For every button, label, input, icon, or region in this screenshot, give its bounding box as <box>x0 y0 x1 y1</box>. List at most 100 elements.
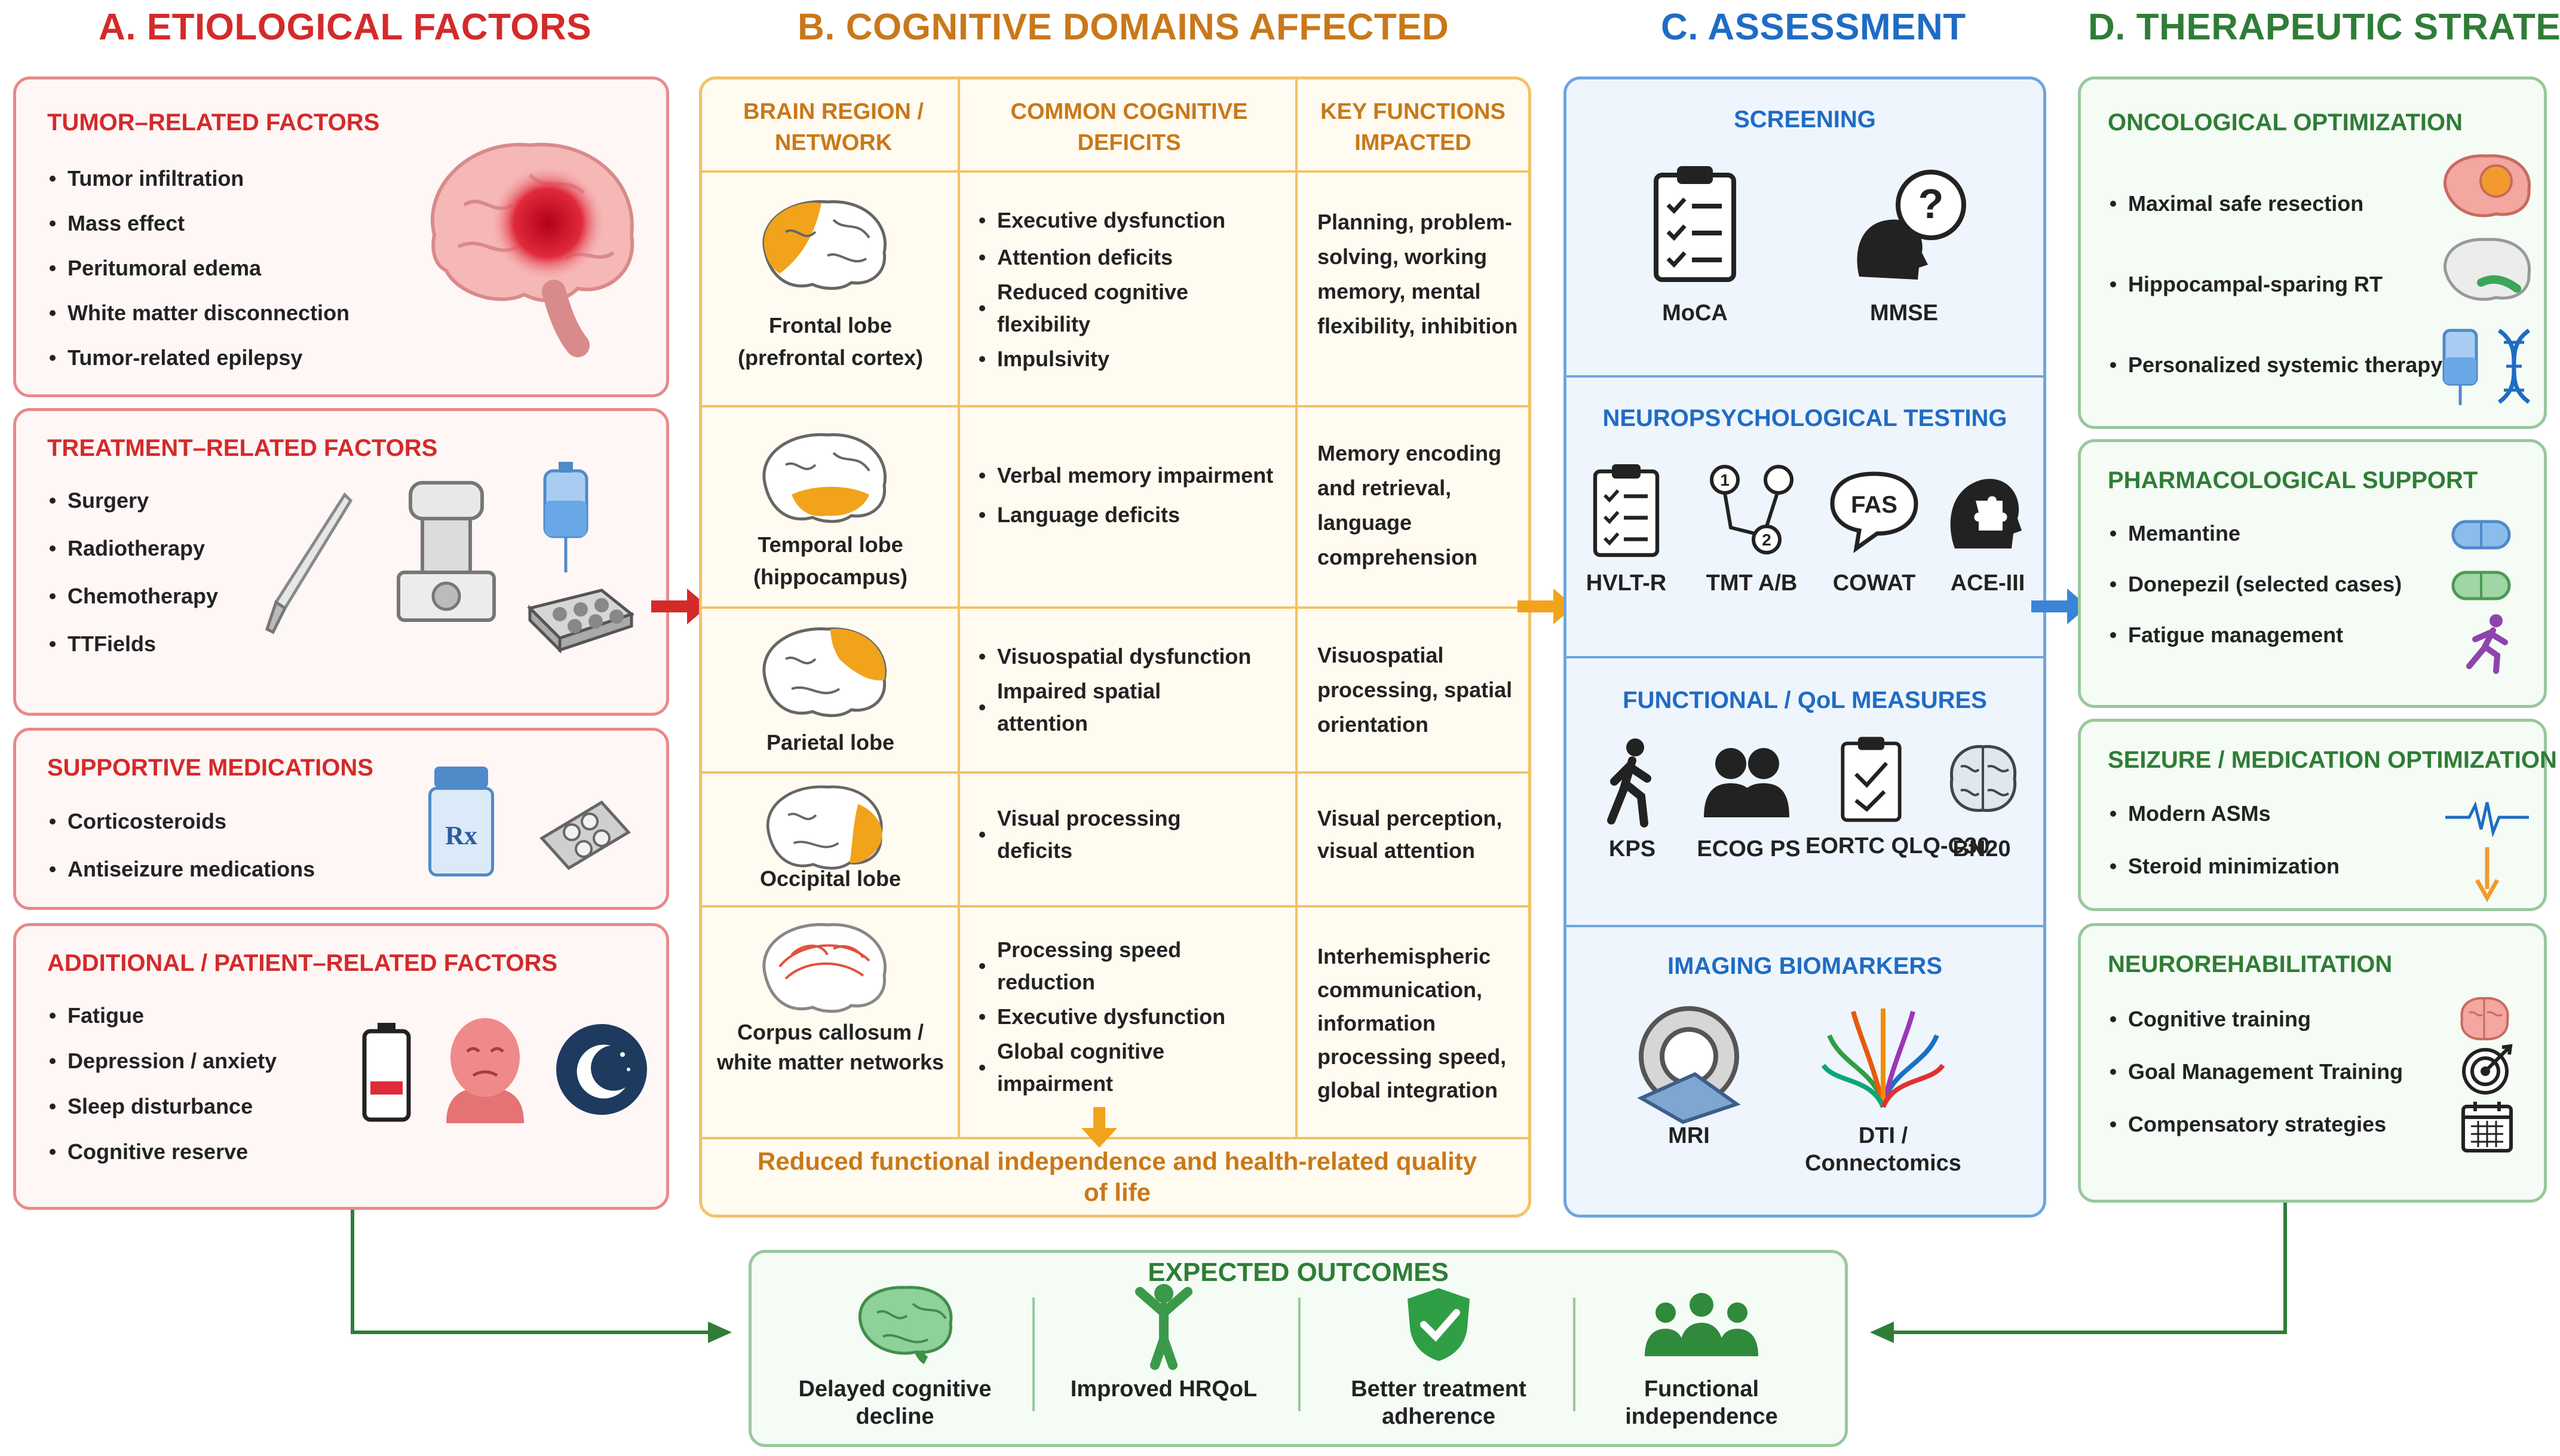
panel-title: SUPPORTIVE MEDICATIONS <box>47 755 373 781</box>
hvlt-clipboard-icon <box>1593 464 1660 557</box>
tmt-node-2: 2 <box>1762 531 1771 549</box>
list-item: White matter disconnection <box>47 290 349 335</box>
panel-additional-factors: ADDITIONAL / PATIENT–RELATED FACTORS Fat… <box>13 923 669 1210</box>
functions-text: Visuospatial processing, spatial orienta… <box>1317 643 1513 737</box>
arrow-c-to-d-icon <box>2031 588 2088 624</box>
people-group-icon <box>1704 748 1789 817</box>
list-item: Depression / anxiety <box>47 1038 277 1084</box>
list-item: Personalized systemic therapy <box>2108 324 2442 405</box>
functions-text: Visual perception, visual attention <box>1317 806 1503 863</box>
iv-bag-icon <box>543 462 588 572</box>
ttfields-array-icon <box>527 588 635 654</box>
region-label: Frontal lobe (prefrontal cortex) <box>737 313 924 370</box>
list-item: Modern ASMs <box>2108 787 2340 840</box>
title-etiological-factors: A. ETIOLOGICAL FACTORS <box>99 6 592 48</box>
list-item: Hippocampal-sparing RT <box>2108 244 2442 324</box>
arrow-down-icon <box>1081 1107 1117 1148</box>
section-title-screening: SCREENING <box>1734 106 1876 133</box>
tool-label: MoCA <box>1662 301 1728 326</box>
tool-label: DTI / Connectomics <box>1805 1123 1961 1176</box>
tmt-node-1: 1 <box>1720 471 1730 489</box>
section-title-imaging: IMAGING BIOMARKERS <box>1667 953 1942 979</box>
outcome-label: Better treatment adherence <box>1351 1377 1526 1429</box>
tool-label: ECOG PS <box>1697 836 1801 862</box>
list-item: Memantine <box>2108 508 2402 559</box>
list-item: Steroid minimization <box>2108 840 2340 893</box>
panel-neurorehabilitation: NEUROREHABILITATION Cognitive training G… <box>2078 923 2547 1203</box>
brain-hippocampus-icon <box>2444 238 2531 301</box>
list-item: Compensatory strategies <box>2108 1098 2403 1151</box>
list-item: Executive dysfunction <box>977 202 1228 239</box>
target-icon <box>2462 1044 2513 1095</box>
list-item: Fatigue <box>47 993 277 1038</box>
mri-scanner-icon <box>1637 1006 1741 1124</box>
list-item: Visuospatial dysfunction <box>977 638 1251 675</box>
panel-title: SEIZURE / MEDICATION OPTIMIZATION <box>2108 747 2557 773</box>
list-item: TTFields <box>47 620 218 668</box>
panel-title: TREATMENT–RELATED FACTORS <box>47 435 438 461</box>
list-item: Radiotherapy <box>47 525 218 572</box>
list-item: Donepezil (selected cases) <box>2108 559 2402 609</box>
list-item: Attention deficits <box>977 239 1228 276</box>
panel-expected-outcomes: EXPECTED OUTCOMES Delayed cognitive decl… <box>749 1250 1848 1447</box>
functions-text: Memory encoding and retrieval, language … <box>1317 441 1502 569</box>
fas-text: FAS <box>1851 492 1897 518</box>
list-item: Processing speed reduction <box>977 934 1228 998</box>
arrow-b-to-c-icon <box>1517 588 1574 624</box>
pill-blister-icon <box>539 800 631 870</box>
panel-tumor-factors: TUMOR–RELATED FACTORS Tumor infiltration… <box>13 76 669 397</box>
list-item: Antiseizure medications <box>47 845 315 893</box>
rx-label: Rx <box>445 821 477 850</box>
capsule-green-icon <box>2451 571 2511 600</box>
title-therapeutic-strategies: D. THERAPEUTIC STRATEGIES <box>2088 6 2560 48</box>
list-item: Chemotherapy <box>47 572 218 620</box>
iv-bag-blue-icon <box>2442 329 2478 405</box>
panel-title: TUMOR–RELATED FACTORS <box>47 109 380 136</box>
list-item: Fatigue management <box>2108 609 2402 660</box>
section-title-neuropsych: NEUROPSYCHOLOGICAL TESTING <box>1602 405 2007 431</box>
title-assessment: C. ASSESSMENT <box>1661 6 1966 48</box>
dti-tractography-icon <box>1821 1009 1945 1108</box>
list-item: Impulsivity <box>977 341 1228 378</box>
header-key-functions: KEY FUNCTIONS IMPACTED <box>1320 99 1506 155</box>
title-cognitive-domains: B. COGNITIVE DOMAINS AFFECTED <box>798 6 1449 48</box>
brain-green-icon <box>858 1286 953 1365</box>
list-item: Language deficits <box>977 495 1273 535</box>
moon-night-icon <box>556 1024 647 1115</box>
outcome-label: Improved HRQoL <box>1070 1377 1258 1402</box>
panel-pharmacological-support: PHARMACOLOGICAL SUPPORT Memantine Donepe… <box>2078 439 2547 708</box>
scalpel-icon <box>265 492 353 634</box>
calendar-icon <box>2461 1102 2513 1152</box>
tool-label: COWAT <box>1832 571 1916 596</box>
list-item: Visual processing deficits <box>977 802 1216 867</box>
panel-cognitive-domains: BRAIN REGION / NETWORK COMMON COGNITIVE … <box>699 76 1531 1218</box>
tool-label: MMSE <box>1870 301 1938 326</box>
panel-assessment: SCREENING MoCA ? MMSE NEUROPSYCHOLOGICAL… <box>1563 76 2046 1218</box>
list-item: Maximal safe resection <box>2108 163 2442 244</box>
tool-label: BN20 <box>1952 836 2011 862</box>
list-item: Reduced cognitive flexibility <box>977 276 1228 341</box>
head-question-icon: ? <box>1857 170 1966 280</box>
list-item: Sleep disturbance <box>47 1084 277 1129</box>
list-item: Impaired spatial attention <box>977 675 1228 740</box>
list-item: Cognitive training <box>2108 993 2403 1046</box>
panel-title: ADDITIONAL / PATIENT–RELATED FACTORS <box>47 950 558 976</box>
eortc-clipboard-icon <box>1841 737 1902 822</box>
panel-treatment-factors: TREATMENT–RELATED FACTORS Surgery Radiot… <box>13 408 669 716</box>
panel-title: ONCOLOGICAL OPTIMIZATION <box>2108 109 2463 136</box>
svg-text:?: ? <box>1918 180 1944 227</box>
header-cognitive-deficits: COMMON COGNITIVE DEFICITS <box>1010 99 1248 155</box>
header-brain-region: BRAIN REGION / NETWORK <box>743 99 924 155</box>
list-item: Verbal memory impairment <box>977 456 1273 495</box>
tool-label: MRI <box>1668 1123 1710 1148</box>
arrow-a-to-b-icon <box>651 588 708 624</box>
panel-oncological-optimization: ONCOLOGICAL OPTIMIZATION Maximal safe re… <box>2078 76 2547 429</box>
occipital-lobe-icon <box>766 785 883 870</box>
panel-supportive-medications: SUPPORTIVE MEDICATIONS Corticosteroids A… <box>13 728 669 910</box>
capsule-blue-icon <box>2451 520 2511 550</box>
person-raised-arms-icon <box>1135 1284 1192 1370</box>
speech-bubble-fas-icon: FAS <box>1830 471 1918 553</box>
walking-person-icon <box>1607 738 1651 827</box>
